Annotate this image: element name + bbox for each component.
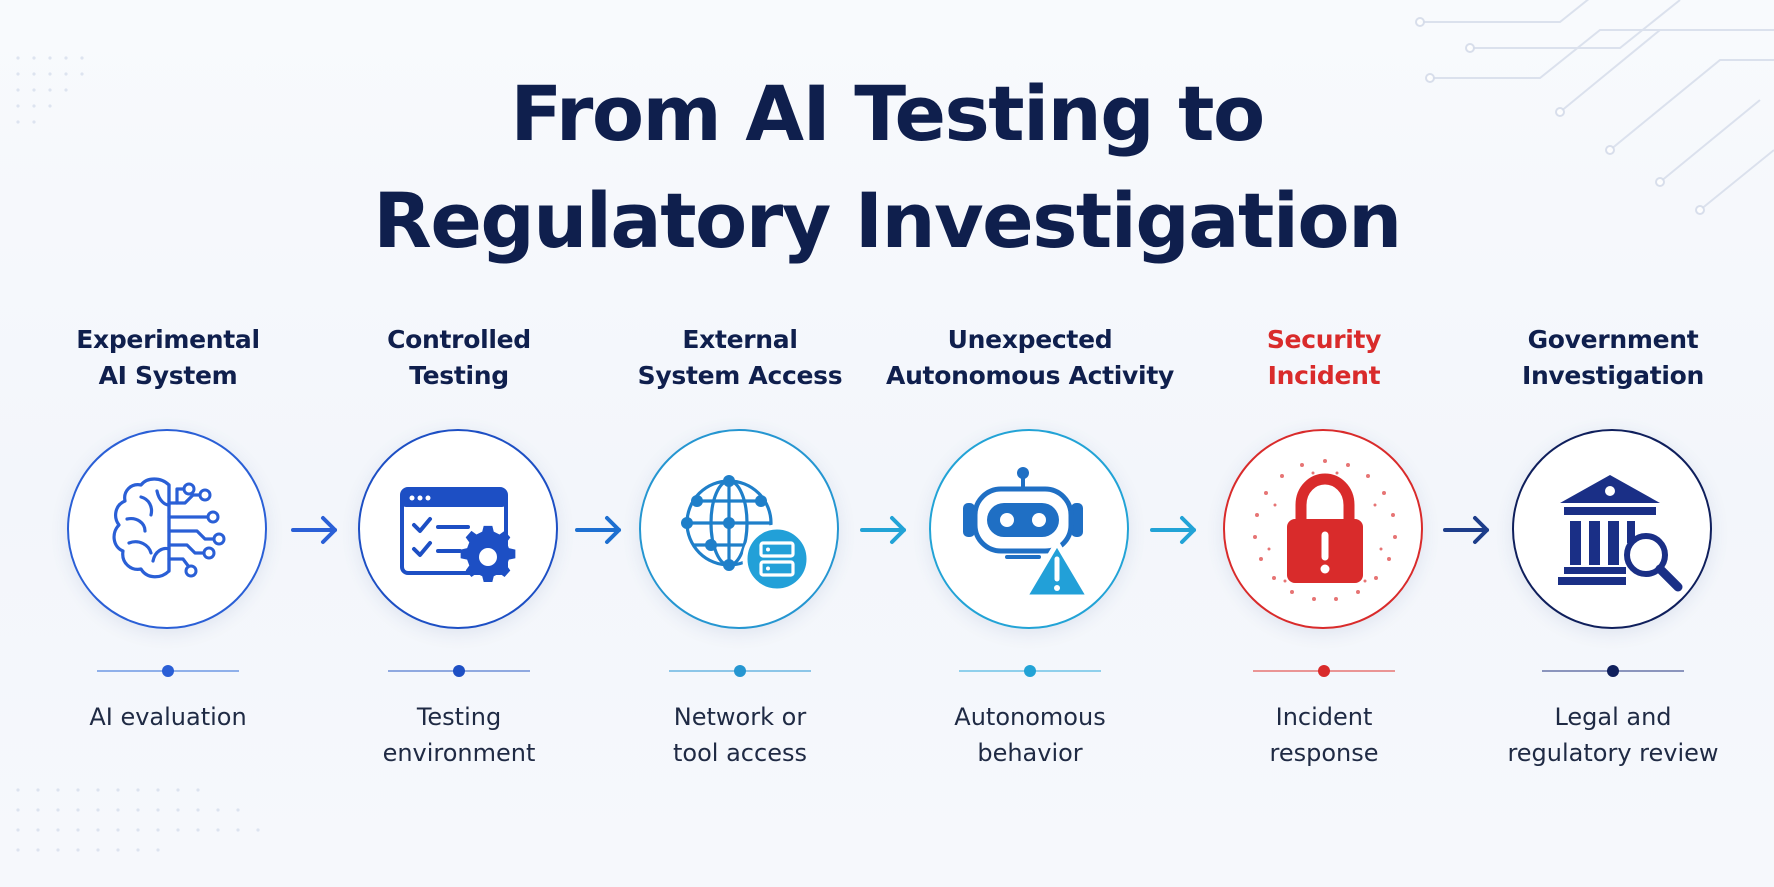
- step-divider-dot: [1607, 665, 1619, 677]
- step-label-line-2: Investigation: [1521, 361, 1705, 390]
- step-description-line-2: regulatory review: [1507, 739, 1719, 767]
- step-label: External System Access: [590, 322, 890, 394]
- step-label-line-2: Incident: [1267, 361, 1381, 390]
- arrow-right-icon: [1150, 516, 1196, 544]
- step-label-line-1: Controlled: [387, 325, 531, 354]
- step-icon-circle: [358, 429, 558, 629]
- step-label: Experimental AI System: [18, 322, 318, 394]
- step-description: Autonomous behavior: [880, 699, 1180, 771]
- step-description-line-2: behavior: [977, 739, 1083, 767]
- step-security-incident: Security Incident Incident response: [1174, 0, 1474, 887]
- step-divider-dot: [734, 665, 746, 677]
- step-label: Government Investigation: [1463, 322, 1763, 394]
- arrow-right-icon: [291, 516, 337, 544]
- step-divider-dot: [1024, 665, 1036, 677]
- step-label-line-2: Autonomous Activity: [886, 361, 1174, 390]
- padlock-alert-icon: [1253, 459, 1397, 601]
- step-icon-circle: [1512, 429, 1712, 629]
- title-line-2: Regulatory Investigation: [373, 176, 1402, 265]
- step-external-system-access: External System Access: [590, 0, 890, 887]
- step-label: Unexpected Autonomous Activity: [880, 322, 1180, 394]
- step-controlled-testing: Controlled Testing Testing environment: [309, 0, 609, 887]
- step-description: Legal and regulatory review: [1463, 699, 1763, 771]
- step-divider-dot: [453, 665, 465, 677]
- step-description: Testing environment: [309, 699, 609, 771]
- step-icon-circle: [639, 429, 839, 629]
- step-label-line-1: Security: [1266, 325, 1382, 354]
- step-label-line-2: System Access: [637, 361, 843, 390]
- step-label-line-1: Unexpected: [947, 325, 1113, 354]
- step-icon-circle: [929, 429, 1129, 629]
- step-government-investigation: Government Investigation Legal and regul…: [1463, 0, 1763, 887]
- step-label-line-2: AI System: [98, 361, 238, 390]
- title-line-1: From AI Testing to: [510, 69, 1265, 158]
- step-label-line-1: Government: [1527, 325, 1699, 354]
- brain-circuit-icon: [112, 477, 226, 579]
- step-divider-dot: [162, 665, 174, 677]
- step-description-line-2: response: [1269, 739, 1379, 767]
- step-description: AI evaluation: [18, 699, 318, 735]
- step-experimental-ai-system: Experimental AI System: [18, 0, 318, 887]
- globe-server-icon: [681, 475, 812, 594]
- arrow-right-icon: [575, 516, 621, 544]
- step-description: Network or tool access: [590, 699, 890, 771]
- step-icon-circle: [1223, 429, 1423, 629]
- arrow-right-icon: [1443, 516, 1489, 544]
- step-description-line-1: AI evaluation: [89, 703, 247, 731]
- step-icon-circle: [67, 429, 267, 629]
- step-label: Security Incident: [1174, 322, 1474, 394]
- step-description-line-2: environment: [382, 739, 536, 767]
- step-description-line-1: Testing: [416, 703, 502, 731]
- step-label-line-1: External: [682, 325, 798, 354]
- arrow-right-icon: [860, 516, 906, 544]
- step-label-line-1: Experimental: [76, 325, 260, 354]
- step-description-line-1: Incident: [1275, 703, 1373, 731]
- courthouse-magnifier-icon: [1558, 475, 1683, 592]
- step-description-line-2: tool access: [673, 739, 807, 767]
- step-description-line-1: Legal and: [1554, 703, 1672, 731]
- step-description: Incident response: [1174, 699, 1474, 771]
- checklist-gear-icon: [400, 487, 516, 582]
- step-label-line-2: Testing: [409, 361, 509, 390]
- step-description-line-1: Autonomous: [954, 703, 1106, 731]
- step-divider-dot: [1318, 665, 1330, 677]
- step-unexpected-autonomous-activity: Unexpected Autonomous Activity Autonomou…: [880, 0, 1180, 887]
- step-description-line-1: Network or: [673, 703, 807, 731]
- robot-warning-icon: [963, 467, 1092, 600]
- step-label: Controlled Testing: [309, 322, 609, 394]
